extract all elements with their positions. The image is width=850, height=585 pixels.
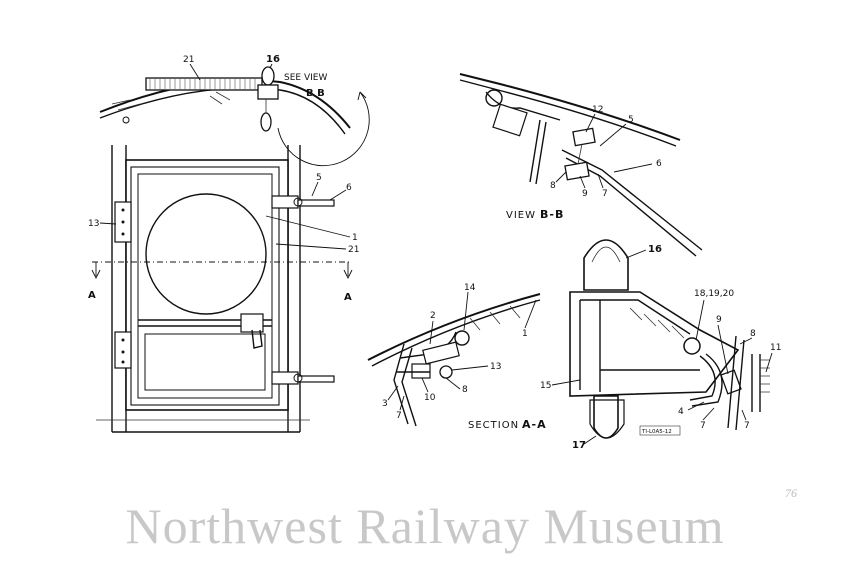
section-aa-caption-ref: A-A (522, 418, 547, 431)
callout-15-detail: 15 (540, 381, 551, 391)
callout-9-detail: 9 (716, 315, 722, 325)
callout-1-aa: 1 (522, 329, 528, 339)
callout-4-detail: 4 (678, 407, 684, 417)
callout-7-aa: 7 (396, 411, 402, 421)
callout-8-aa: 8 (462, 385, 468, 395)
callout-7b-detail: 7 (744, 421, 750, 431)
callout-8-bb: 8 (550, 181, 556, 191)
callout-7a-detail: 7 (700, 421, 706, 431)
callout-16-detail: 16 (648, 244, 662, 255)
callout-2-aa: 2 (430, 311, 436, 321)
callout-11-detail: 11 (770, 343, 781, 353)
callout-13-aa: 13 (490, 362, 501, 372)
view-bb-detail (459, 73, 703, 257)
section-mark-right: A (344, 292, 352, 303)
knob-housing-detail (569, 239, 770, 439)
see-view-ref: B B (306, 88, 325, 99)
callout-1-front: 1 (352, 233, 358, 243)
callout-5-front: 5 (316, 173, 322, 183)
top-view-roof (99, 66, 370, 167)
section-mark-left: A (88, 290, 96, 301)
callout-13-front: 13 (88, 219, 99, 229)
callout-18-19-20: 18,19,20 (694, 289, 734, 299)
callout-8-detail: 8 (750, 329, 756, 339)
front-view-door (91, 145, 353, 433)
callout-9-bb: 9 (582, 189, 588, 199)
callout-3-aa: 3 (382, 399, 388, 409)
callout-6-front: 6 (346, 183, 352, 193)
callout-21-front: 21 (348, 245, 359, 255)
section-aa-detail (367, 293, 541, 427)
view-bb-caption-prefix: VIEW (506, 210, 536, 221)
callout-7-bb: 7 (602, 189, 608, 199)
callout-12-bb: 12 (592, 105, 603, 115)
see-view-label: SEE VIEW (284, 73, 327, 83)
callout-10-aa: 10 (424, 393, 436, 403)
callout-21-top: 21 (183, 55, 194, 65)
corner-mark: 76 (785, 486, 797, 500)
callout-17-detail: 17 (572, 440, 586, 451)
callout-14-aa: 14 (464, 283, 476, 293)
callout-5-bb: 5 (628, 115, 634, 125)
watermark: Northwest Railway Museum (125, 498, 725, 554)
section-aa-caption-prefix: SECTION (468, 420, 519, 431)
callout-6-bb: 6 (656, 159, 662, 169)
callout-16-top: 16 (266, 54, 280, 65)
drawing-stamp: TI-L0A5-12 (641, 429, 672, 435)
view-bb-caption-ref: B-B (540, 208, 564, 221)
